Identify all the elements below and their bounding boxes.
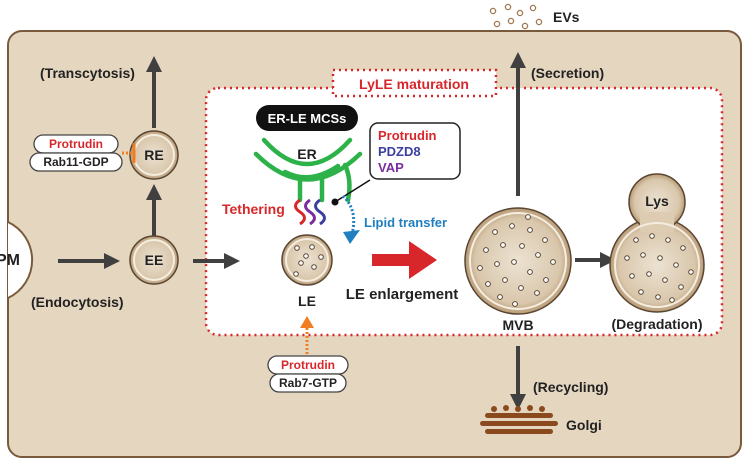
- evs-label: EVs: [553, 9, 580, 25]
- protein-complex-box: [369, 122, 461, 180]
- lyle-maturation-label: LyLE maturation: [359, 76, 469, 92]
- le-vesicle: [281, 234, 333, 286]
- lipid-transfer-arc: [341, 194, 356, 235]
- protrudin-le-label: Protrudin: [281, 358, 335, 372]
- complex-connector-dot: [331, 198, 339, 206]
- le-label: LE: [298, 293, 316, 309]
- vap-label: VAP: [378, 160, 404, 175]
- er-le-mcss-label: ER-LE MCSs: [268, 111, 347, 126]
- evs-dots: [489, 3, 543, 30]
- rab7-gtp-box: [269, 373, 347, 393]
- golgi-stacks: [480, 405, 558, 434]
- tether-proteins: [294, 198, 326, 226]
- protrudin-re-label: Protrudin: [49, 137, 103, 151]
- plasma-membrane-notch: [7, 221, 34, 299]
- golgi-label: Golgi: [566, 417, 602, 433]
- lys-intraluminal-vesicles: [624, 233, 694, 303]
- degradation-label: (Degradation): [612, 316, 703, 332]
- le-intraluminal-vesicles: [293, 244, 324, 277]
- er-label: ER: [297, 146, 316, 162]
- pdzd8-label: PDZD8: [378, 144, 421, 159]
- transcytosis-label: (Transcytosis): [40, 65, 135, 81]
- lyle-maturation-label-box: [331, 68, 498, 98]
- mvb-intraluminal-vesicles: [477, 214, 556, 307]
- er-le-mcss-pill: [256, 105, 358, 131]
- rab7-gtp-label: Rab7-GTP: [279, 376, 337, 390]
- secretion-label: (Secretion): [531, 65, 604, 81]
- protrudin-main-label: Protrudin: [378, 128, 437, 143]
- re-label: RE: [144, 147, 163, 163]
- ee-label: EE: [145, 252, 164, 268]
- mvb-label: MVB: [502, 317, 533, 333]
- recycling-label: (Recycling): [533, 379, 608, 395]
- le-enlargement-label: LE enlargement: [346, 286, 459, 303]
- lipid-transfer-arrowhead: [343, 230, 360, 244]
- rab11-gdp-box: [29, 152, 123, 172]
- er-membranes: [253, 137, 363, 203]
- lys-label: Lys: [645, 193, 669, 209]
- mvb-vesicle: [464, 207, 572, 315]
- lipid-transfer-label: Lipid transfer: [364, 215, 447, 230]
- rab11-gdp-label: Rab11-GDP: [43, 155, 108, 169]
- complex-connector-line: [334, 179, 371, 203]
- le-enlargement-arrow: [372, 241, 437, 279]
- activation-arrowhead: [300, 316, 314, 328]
- tethering-label: Tethering: [222, 201, 285, 217]
- endocytosis-label: (Endocytosis): [31, 294, 124, 310]
- ee-vesicle: [129, 235, 179, 285]
- pm-label: PM: [0, 252, 20, 269]
